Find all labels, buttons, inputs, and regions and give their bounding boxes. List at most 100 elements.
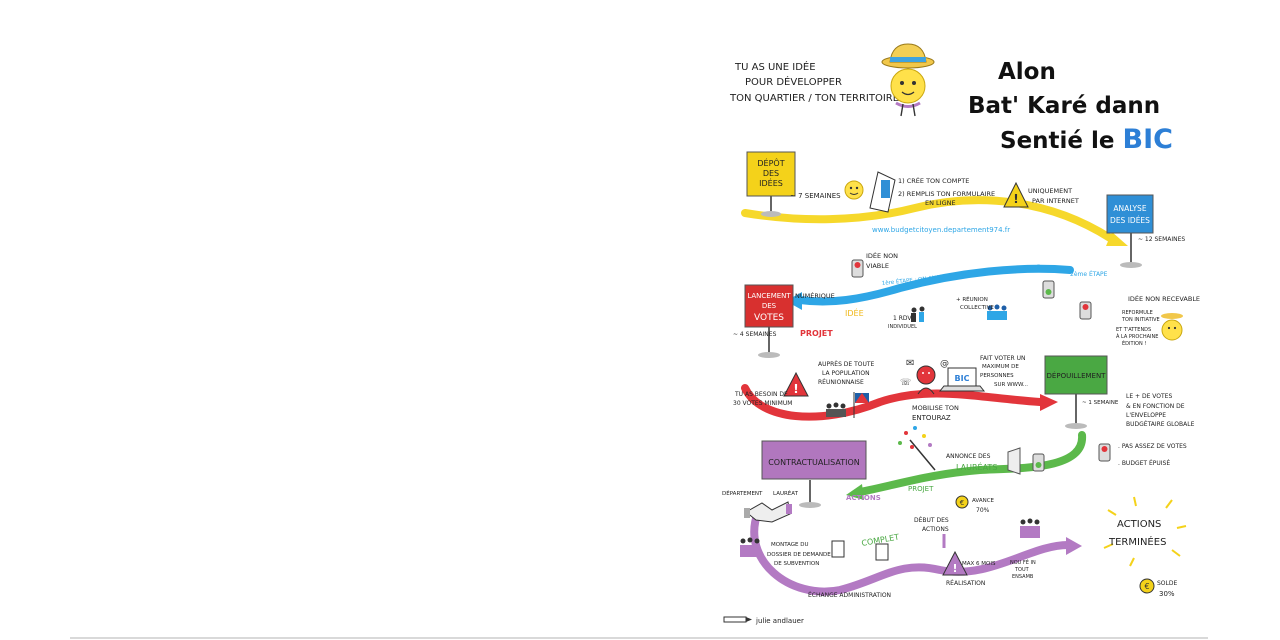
arrow-step3 [1040,394,1058,411]
door-icon [1007,447,1021,475]
sign-depouillement-label: DÉPOUILLEMENT [1047,371,1107,380]
step5-laureat: LAURÉAT [773,489,799,497]
step5-terminees-1: ACTIONS [1117,519,1161,530]
step5-solde-1: SOLDE [1157,580,1177,587]
step5-montage-1: MONTAGE DU [771,542,809,548]
sign-depot-line-1: DÉPÔT [757,157,784,168]
step1-url: www.budgetcitoyen.departement974.fr [872,226,1010,234]
traffic-light-red-icon [851,259,864,278]
sign-depouillement: DÉPOUILLEMENT [1044,355,1108,429]
title-line-1: Alon [998,59,1056,85]
step2-attends-2: À LA PROCHAINE [1116,333,1158,340]
step5-avance-1: AVANCE [972,498,995,504]
step1-instruction-2b: EN LIGNE [925,199,956,207]
step2-group: ~ 12 SEMAINES IDÉE NON VIABLE 1ère ÉTAPE… [795,236,1200,347]
sign-contractualisation-label: CONTRACTUALISATION [768,458,860,467]
crowd-flag-icon [826,392,869,418]
traffic-light-red-icon [1079,301,1092,320]
step2-numerique: NUMÉRIQUE [795,291,835,300]
laptop-bic-icon: BIC [938,367,986,392]
arrow-step4 [846,484,864,500]
sign-lancement-des-votes: LANCEMENT DES VOTES [744,284,794,358]
intro-line-3: TON QUARTIER / TON TERRITOIRE ? [729,93,908,104]
sunburst-icon [1103,496,1187,567]
step4-actions: ACTIONS [846,494,881,502]
step3-mobilise-1: MOBILISE TON [912,404,959,412]
step5-terminees-2: TERMINÉES [1108,535,1166,548]
step5-debut-1: DÉBUT DES [914,516,949,524]
arrow-step1 [1106,232,1128,246]
path-step5-purple [750,508,1072,596]
step5-montage-3: DE SUBVENTION [774,561,819,567]
coin-euro-icon: € [955,495,969,509]
step2-weeks: ~ 12 SEMAINES [1138,236,1185,243]
step3-bic: BIC [955,374,970,383]
step5-echange: ÉCHANGE ADMINISTRATION [808,591,891,599]
two-people-icon [911,306,925,322]
step1-instruction-1: 1) CRÉE TON COMPTE [898,176,969,185]
svg-text:!: ! [952,562,957,575]
path-step1-yellow [741,196,1114,242]
svg-text:!: ! [1013,192,1018,206]
intro-line-1: TU AS UNE IDÉE [734,60,816,73]
step4-criteria-3: L'ENVELOPPE [1126,412,1166,419]
sign-depot-des-idees: DÉPÔT DES IDÉES [746,151,796,217]
step3-aupres-3: RÉUNIONNAISE [818,378,864,386]
traffic-light-green-icon [1042,280,1055,299]
people-group-icon [740,537,760,557]
step4-criteria-4: BUDGÉTAIRE GLOBALE [1126,420,1195,428]
sign-analyse-line-1: ANALYSE [1113,204,1146,213]
step4-criteria-1: LE + DE VOTES [1126,393,1172,400]
step2-rdv-1: 1 RDV [893,315,912,322]
step4-group: ~ 1 SEMAINE LE + DE VOTES & EN FONCTION … [846,393,1195,502]
step5-group: DÉPARTEMENT LAURÉAT € AVANCE 70% DÉBUT D… [722,489,1187,599]
bottom-divider [70,637,1208,639]
step4-annonce-2: LAURÉATS [956,461,997,472]
step2-non-viable-1: IDÉE NON [866,251,898,260]
traffic-light-red-icon [1098,443,1111,462]
warning-icon: ! [942,550,968,576]
step1-group: ~ 7 SEMAINES 1) CRÉE TON COMPTE 2) REMPL… [790,171,1079,234]
intro-line-2: POUR DÉVELOPPER [745,75,842,88]
step2-stage-1: 1ère ÉTAPE : ON ANALYSE AVEC TOI SUR TON… [881,262,1041,287]
step1-warning-2: PAR INTERNET [1032,197,1079,205]
step4-fail-1: . PAS ASSEZ DE VOTES [1118,443,1187,450]
svg-text:€: € [1144,582,1149,591]
step5-debut-2: ACTIONS [922,526,949,533]
step2-reunion-1: + RÉUNION [956,295,988,303]
step4-fail-2: . BUDGET ÉPUISÉ [1118,459,1170,467]
path-step4-green [856,431,1086,496]
step5-tous-3: ENSAMB [1012,574,1034,580]
intro-question: TU AS UNE IDÉE POUR DÉVELOPPER TON QUART… [729,60,908,104]
step5-tous-1: NOU FÉ IN [1010,558,1036,566]
arrow-step2 [786,292,802,310]
path-step3-red [741,384,1044,421]
sign-analyse-line-2: DES IDÉES [1110,216,1150,225]
group-people-icon [1020,518,1040,538]
step1-warning-1: UNIQUEMENT [1028,187,1072,195]
sign-lancement-line-1: LANCEMENT [747,292,791,300]
step2-projet: PROJET [800,329,833,338]
sign-lancement-line-2: DES [762,302,777,310]
sign-lancement-line-3: VOTES [754,313,784,323]
step4-weeks: ~ 1 SEMAINE [1082,400,1119,406]
step1-instruction-2a: 2) REMPLIS TON FORMULAIRE [898,190,995,198]
step2-attends-3: ÉDITION ! [1122,339,1146,347]
pencil-icon [723,616,752,623]
sign-depot-line-3: IDÉES [759,177,783,188]
sign-depot-line-2: DES [763,169,779,178]
step4-projet: PROJET [908,485,934,493]
step2-attends-1: ET T'ATTENDS [1116,327,1151,333]
step2-non-recevable: IDÉE NON RECEVABLE [1128,294,1200,303]
svg-text:€: € [960,499,964,507]
step1-weeks: ~ 7 SEMAINES [790,192,841,200]
step3-group: ~ 4 SEMAINES ! TU AS BESOIN DE 30 VOTES … [733,331,1028,422]
svg-text:☏: ☏ [900,378,911,388]
signature: julie andlauer [723,616,804,625]
sign-analyse-des-idees: ANALYSE DES IDÉES [1106,194,1154,268]
step3-aupres-2: LA POPULATION [822,370,870,377]
step4-criteria-2: & EN FONCTION DE [1126,403,1185,410]
step5-max-mois: MAX 6 MOIS [962,561,996,567]
traffic-light-green-icon [1032,453,1045,472]
